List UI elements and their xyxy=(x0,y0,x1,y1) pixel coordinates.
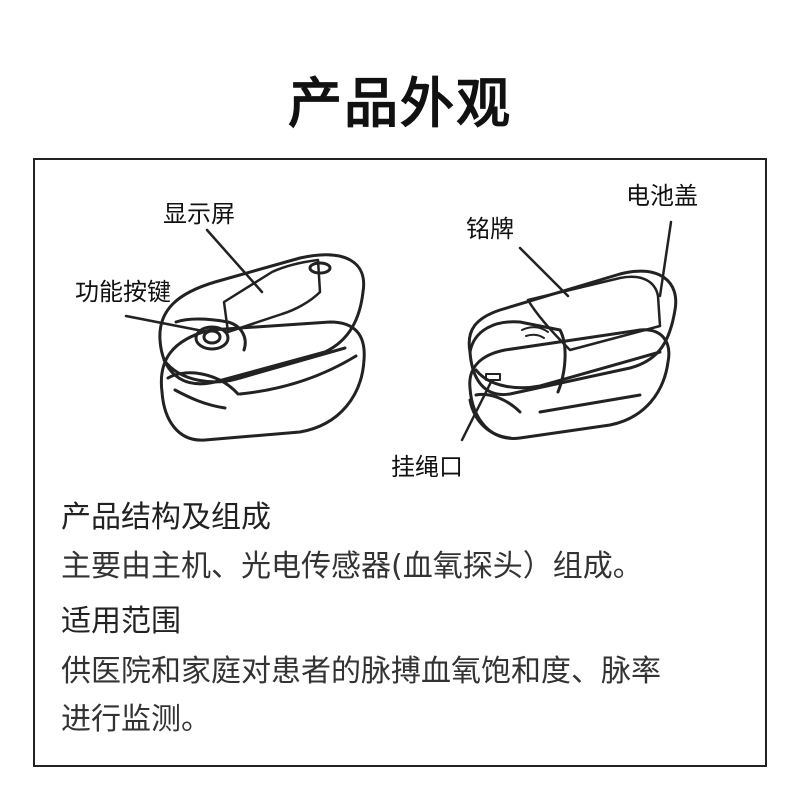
section-heading-structure: 产品结构及组成 xyxy=(61,500,271,535)
section-body-scope-line2: 进行监测。 xyxy=(61,702,211,737)
device-illustration xyxy=(124,220,678,442)
label-lanyard-hole: 挂绳口 xyxy=(391,453,463,481)
page-title: 产品外观 xyxy=(288,72,512,135)
leader-lines xyxy=(124,220,673,442)
label-function-button: 功能按键 xyxy=(75,278,171,306)
device-rear-view xyxy=(467,269,678,440)
label-nameplate: 铭牌 xyxy=(466,215,514,243)
device-front-view xyxy=(158,253,366,442)
section-heading-scope: 适用范围 xyxy=(61,604,181,639)
content-frame xyxy=(33,158,767,767)
label-display-screen: 显示屏 xyxy=(163,200,235,228)
section-body-structure: 主要由主机、光电传感器(血氧探头）组成。 xyxy=(61,549,643,584)
label-battery-cover: 电池盖 xyxy=(626,182,698,210)
section-body-scope-line1: 供医院和家庭对患者的脉搏血氧饱和度、脉率 xyxy=(61,654,661,689)
